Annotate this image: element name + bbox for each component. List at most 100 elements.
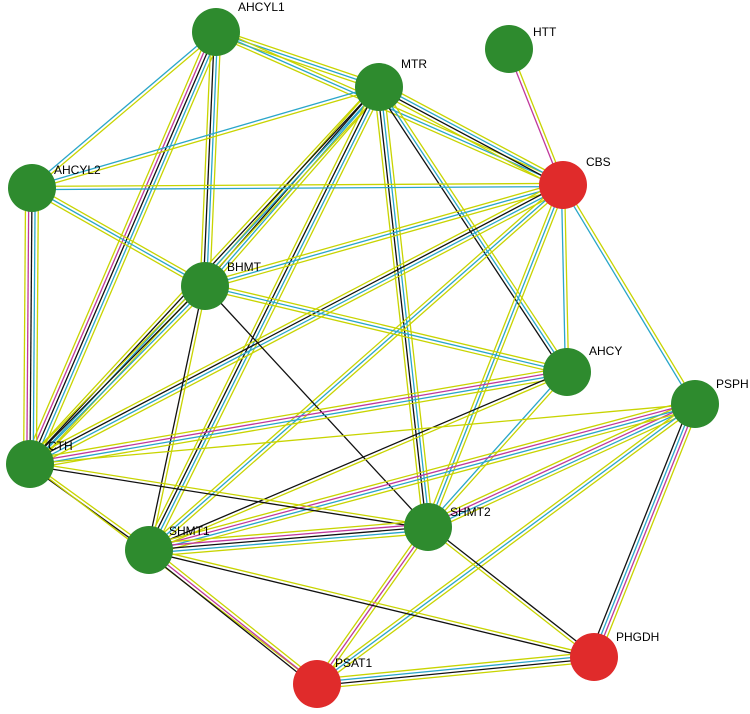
edge-line-database <box>379 85 565 185</box>
edge-cbs-shmt1 <box>146 182 566 553</box>
edge-psph-shmt1 <box>147 398 697 556</box>
edge-line-textmining <box>597 405 701 660</box>
edge-line-database <box>32 188 36 465</box>
edge-line-textmining <box>30 461 429 527</box>
edge-line-experimental <box>148 549 318 685</box>
edge-line-database <box>591 403 695 657</box>
edge-line-textmining <box>208 89 384 290</box>
edge-line-textmining <box>430 185 567 529</box>
node-circle-phgdh[interactable] <box>570 633 618 681</box>
edge-line-experimental <box>26 187 30 464</box>
edge-line-textmining <box>29 403 696 465</box>
edge-line-textmining <box>35 188 40 465</box>
edge-line-textmining <box>148 519 428 545</box>
edge-line-textmining <box>149 532 429 558</box>
node-htt[interactable]: HTT <box>485 25 557 73</box>
edge-line-database <box>32 33 220 466</box>
edge-line-textmining <box>23 29 211 462</box>
node-bhmt[interactable]: BHMT <box>181 260 262 310</box>
edge-line-textmining <box>205 187 565 290</box>
edge-line-textmining <box>214 34 562 189</box>
edge-layer <box>22 28 701 690</box>
edge-line-database <box>561 185 695 406</box>
edge-ahcyl2-cbs <box>31 182 564 191</box>
edge-line-coexpression <box>376 87 428 528</box>
edge-line-experimental <box>506 49 563 186</box>
edge-bhmt-cth <box>26 282 209 468</box>
edge-line-database <box>149 404 696 553</box>
edge-line-textmining <box>29 366 567 460</box>
node-circle-psat1[interactable] <box>293 660 341 708</box>
node-label-ahcy: AHCY <box>589 344 622 358</box>
edge-line-textmining <box>150 186 566 553</box>
edge-line-textmining <box>428 372 569 529</box>
edge-line-textmining <box>150 546 320 683</box>
node-ahcy[interactable]: AHCY <box>543 344 622 396</box>
edge-line-coexpression <box>148 526 429 551</box>
edge-line-database <box>379 86 431 527</box>
node-circle-bhmt[interactable] <box>181 262 229 310</box>
edge-cbs-shmt2 <box>424 183 567 529</box>
edge-line-database <box>428 404 696 530</box>
edge-bhmt-shmt1 <box>146 285 208 551</box>
node-psph[interactable]: PSPH <box>671 377 749 428</box>
edge-line-textmining <box>381 84 571 371</box>
node-shmt1[interactable]: SHMT1 <box>125 524 210 574</box>
edge-line-textmining <box>31 188 566 469</box>
edge-line-textmining <box>32 288 209 468</box>
edge-line-experimental <box>148 523 428 548</box>
edge-line-textmining <box>144 84 376 549</box>
edge-cbs-bhmt <box>203 181 565 290</box>
edge-cbs-cth <box>27 180 566 469</box>
node-cbs[interactable]: CBS <box>539 155 611 209</box>
node-phgdh[interactable]: PHGDH <box>570 630 659 681</box>
edge-line-database <box>148 184 564 551</box>
edge-line-textmining <box>380 82 566 182</box>
edge-line-coexpression <box>428 525 596 657</box>
node-ahcyl1[interactable]: AHCYL1 <box>192 0 285 56</box>
node-circle-mtr[interactable] <box>355 63 403 111</box>
node-circle-cbs[interactable] <box>539 161 587 209</box>
edge-psph-psat1 <box>314 400 698 688</box>
edge-line-textmining <box>32 32 218 190</box>
edge-line-textmining <box>316 651 594 680</box>
edge-line-textmining <box>319 528 432 687</box>
node-circle-htt[interactable] <box>485 25 533 73</box>
node-cth[interactable]: CTH <box>6 439 73 488</box>
node-label-shmt2: SHMT2 <box>450 505 491 519</box>
edge-line-textmining <box>209 32 222 287</box>
edge-line-textmining <box>146 182 562 549</box>
node-shmt2[interactable]: SHMT2 <box>404 503 491 551</box>
edge-shmt1-phgdh <box>148 547 595 660</box>
node-circle-ahcy[interactable] <box>543 348 591 396</box>
node-ahcyl2[interactable]: AHCYL2 <box>8 163 101 212</box>
edge-line-database <box>31 84 379 188</box>
edge-line-coexpression <box>29 464 428 530</box>
edge-line-textmining <box>318 406 698 688</box>
edge-line-coexpression <box>317 657 595 687</box>
node-psat1[interactable]: PSAT1 <box>293 656 372 708</box>
node-circle-psph[interactable] <box>671 380 719 428</box>
node-circle-ahcyl1[interactable] <box>192 8 240 56</box>
node-label-ahcyl2: AHCYL2 <box>54 163 101 177</box>
node-label-psat1: PSAT1 <box>335 656 372 670</box>
node-mtr[interactable]: MTR <box>355 57 427 111</box>
edge-line-experimental <box>26 30 214 463</box>
edge-ahcyl2-bhmt <box>30 184 207 290</box>
edge-line-database <box>30 286 207 466</box>
node-circle-shmt2[interactable] <box>404 503 452 551</box>
node-circle-ahcyl2[interactable] <box>8 164 56 212</box>
edge-line-textmining <box>429 407 698 532</box>
edge-ahcy-shmt1 <box>148 369 568 553</box>
node-circle-cth[interactable] <box>6 440 54 488</box>
edge-line-coexpression <box>377 87 563 187</box>
edge-line-database <box>316 654 594 684</box>
edge-line-database <box>30 30 216 188</box>
edge-line-coexpression <box>202 31 216 286</box>
edge-line-textmining <box>376 90 562 190</box>
node-circle-shmt1[interactable] <box>125 526 173 574</box>
edge-line-coexpression <box>28 183 563 464</box>
edge-line-database <box>205 32 219 287</box>
edge-mtr-shmt1 <box>144 84 384 553</box>
